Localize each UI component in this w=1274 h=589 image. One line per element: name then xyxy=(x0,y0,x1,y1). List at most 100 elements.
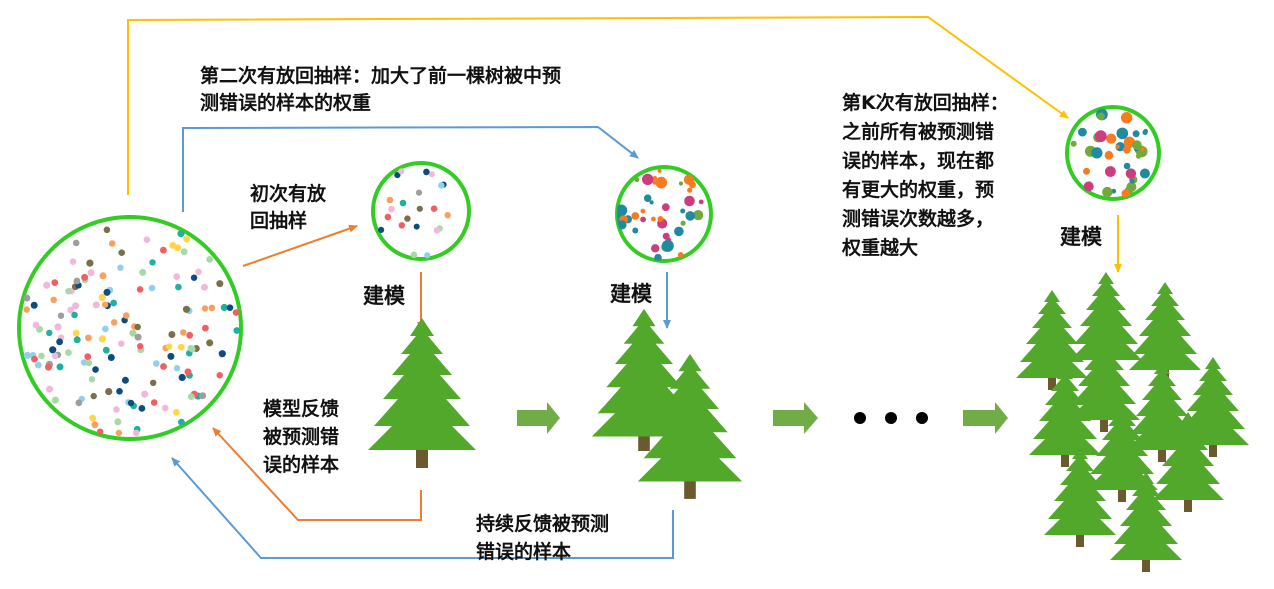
sample-dot xyxy=(649,200,654,205)
sample-dot xyxy=(103,226,111,234)
tree-2b xyxy=(637,353,743,499)
feedback-arrow-continuous xyxy=(171,457,674,559)
sample-dot xyxy=(413,223,420,230)
sample-dot xyxy=(678,181,684,186)
forest-tree xyxy=(1110,472,1182,572)
sample-dot xyxy=(133,429,140,437)
sample-dot xyxy=(166,343,173,350)
sample-dot xyxy=(651,216,656,222)
sample-dot xyxy=(617,220,627,230)
sample-dot xyxy=(378,226,385,233)
sample-dot xyxy=(32,321,40,329)
sample-dot xyxy=(415,189,423,196)
sample-dot xyxy=(167,352,175,360)
feedback-line-2: 被预测错 xyxy=(263,426,340,448)
sample-dot xyxy=(51,352,59,360)
sample-dot xyxy=(57,312,65,319)
sample-dot xyxy=(121,376,129,384)
sample-dot xyxy=(90,392,97,400)
sample-dot xyxy=(72,329,80,337)
sample-dot xyxy=(149,259,156,266)
sample-dot xyxy=(116,388,123,395)
sample-dot xyxy=(399,199,407,207)
first-sample-circle xyxy=(371,161,471,261)
sample-dot xyxy=(416,205,423,212)
sample-dot xyxy=(174,244,182,252)
sample-dot xyxy=(216,280,224,288)
sample-dot xyxy=(98,293,106,301)
feedback-line-3: 误的样本 xyxy=(263,454,340,476)
sample-dot xyxy=(404,215,411,222)
sample-dot xyxy=(186,331,194,339)
arrow-to-second-sampling xyxy=(182,125,639,212)
sample-dot xyxy=(1106,150,1112,157)
sample-dot xyxy=(81,273,89,281)
sample-dot xyxy=(428,171,435,178)
sample-dot xyxy=(685,211,695,221)
sample-dot xyxy=(394,172,401,179)
sample-dot xyxy=(72,302,80,310)
sample-dot xyxy=(113,406,120,413)
sample-dot xyxy=(45,363,52,371)
sample-dot xyxy=(1083,167,1090,175)
sample-dot xyxy=(72,239,80,247)
sample-dot xyxy=(220,303,228,312)
sample-dot xyxy=(1132,140,1142,150)
sample-dot xyxy=(136,286,144,293)
tree-2a xyxy=(591,308,697,451)
sample-dot xyxy=(216,372,223,379)
kth-sampling-line-6: 权重越大 xyxy=(842,237,919,259)
sample-dot xyxy=(1135,153,1142,159)
sample-dot xyxy=(1102,186,1113,198)
sample-dot xyxy=(657,216,664,222)
sample-dot xyxy=(201,283,208,291)
sample-dot xyxy=(34,361,42,369)
sample-dot xyxy=(175,283,182,291)
sample-dot xyxy=(684,195,695,207)
sample-dot xyxy=(134,323,141,331)
sample-dot xyxy=(80,359,88,366)
sample-dot xyxy=(183,235,191,243)
sample-dot xyxy=(632,227,639,234)
sample-dot xyxy=(640,216,646,223)
modeling-label-k: 建模 xyxy=(1060,225,1102,249)
sample-dot xyxy=(30,301,38,309)
arrow-to-first-sampling xyxy=(242,224,358,267)
sample-dot xyxy=(54,323,62,331)
sample-dot xyxy=(137,343,144,350)
sample-dot xyxy=(683,174,695,185)
sample-dot xyxy=(87,269,95,277)
sample-dot xyxy=(38,352,45,360)
sample-dot xyxy=(208,304,216,312)
tree-2-group xyxy=(591,308,743,499)
sample-dot xyxy=(102,325,109,333)
sample-dot xyxy=(153,360,160,367)
sample-dot xyxy=(388,205,395,213)
sample-dot xyxy=(1115,142,1125,152)
sample-dot xyxy=(108,240,116,247)
sample-dot xyxy=(206,339,214,347)
sample-dot xyxy=(67,306,74,314)
sample-dot xyxy=(187,393,195,400)
sample-dot xyxy=(651,244,660,253)
sample-dot xyxy=(182,305,191,313)
sample-dot xyxy=(698,199,704,205)
sample-dot xyxy=(643,194,652,202)
sample-dot xyxy=(631,212,640,220)
kth-sampling-line-5: 测错误次数越多， xyxy=(842,208,995,230)
kth-sampling-line-4: 有更大的权重，预 xyxy=(842,179,995,201)
sample-dot xyxy=(23,306,30,313)
sample-dot xyxy=(73,277,81,285)
sample-dot xyxy=(1115,144,1120,149)
sample-dot xyxy=(184,368,192,376)
second-sample-circle xyxy=(615,165,713,263)
sample-dot xyxy=(444,212,451,219)
sample-dot xyxy=(118,249,125,256)
sample-dot xyxy=(1121,112,1133,124)
sample-dot xyxy=(51,279,59,286)
sample-dot xyxy=(430,205,438,212)
ellipsis-dots xyxy=(854,412,928,424)
sample-dot xyxy=(31,355,38,363)
sample-dot xyxy=(85,334,92,342)
sample-dot xyxy=(1139,168,1150,179)
